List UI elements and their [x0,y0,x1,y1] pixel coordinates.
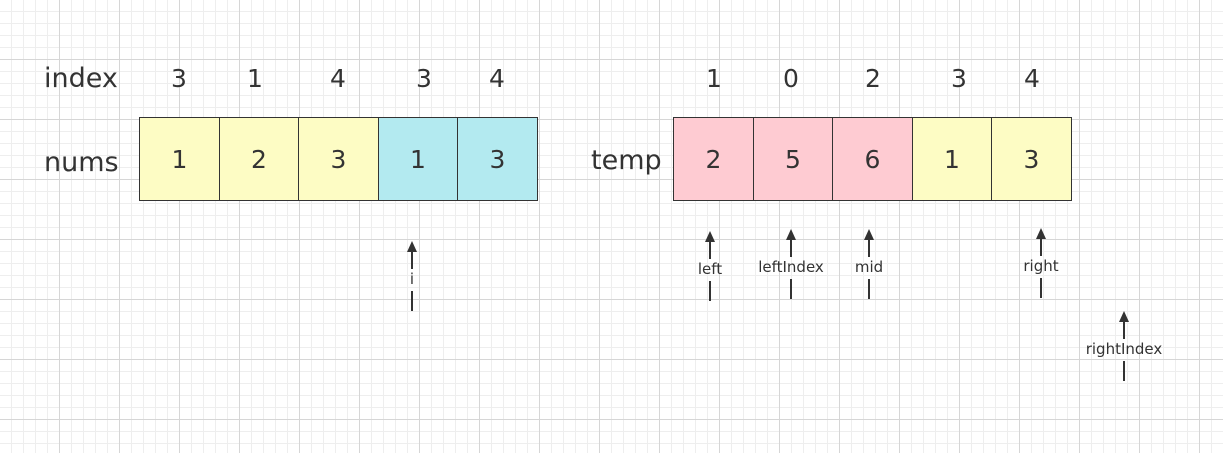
pointer-rightIndex-label: rightIndex [1085,340,1163,358]
pointer-mid-label: mid [854,258,884,276]
temp-cell: 5 [752,117,834,201]
pointer-i: i [362,241,462,311]
nums-cell: 3 [457,117,538,201]
index-row-label: index [44,63,118,94]
pointer-mid: mid [819,229,919,299]
nums-index-0: 3 [171,64,187,93]
temp-array-label: temp [591,145,662,176]
temp-index-0: 1 [706,64,722,93]
nums-array: 1 2 3 1 3 [139,117,538,201]
pointer-left: left [660,231,760,301]
pointer-right: right [991,228,1091,298]
pointer-right-tail [1040,278,1042,298]
temp-cell: 6 [832,117,913,201]
nums-index-1: 1 [247,64,263,93]
nums-cell: 3 [298,117,379,201]
nums-array-label: nums [44,147,119,178]
temp-cell: 2 [673,117,754,201]
up-arrow-icon [705,231,715,259]
pointer-leftIndex-tail [790,279,792,299]
up-arrow-icon [864,229,874,257]
temp-cell: 3 [991,117,1072,201]
nums-cell: 1 [377,117,459,201]
nums-cell: 2 [218,117,300,201]
pointer-rightIndex-tail [1123,361,1125,381]
pointer-left-tail [709,281,711,301]
temp-index-3: 3 [951,64,967,93]
nums-index-4: 4 [489,64,505,93]
nums-index-2: 4 [330,64,346,93]
temp-index-4: 4 [1024,64,1040,93]
pointer-leftIndex: leftIndex [741,229,841,299]
up-arrow-icon [1119,311,1129,339]
pointer-i-label: i [409,270,415,288]
up-arrow-icon [1036,228,1046,256]
pointer-right-label: right [1023,257,1059,275]
temp-index-1: 0 [783,64,799,93]
pointer-leftIndex-label: leftIndex [758,258,824,276]
nums-cell: 1 [139,117,220,201]
up-arrow-icon [786,229,796,257]
up-arrow-icon [407,241,417,269]
pointer-left-label: left [697,260,723,278]
temp-index-2: 2 [865,64,881,93]
nums-index-3: 3 [416,64,432,93]
temp-cell: 1 [911,117,993,201]
pointer-i-tail [411,291,413,311]
temp-array: 2 5 6 1 3 [673,117,1072,201]
pointer-rightIndex: rightIndex [1074,311,1174,381]
pointer-mid-tail [868,279,870,299]
